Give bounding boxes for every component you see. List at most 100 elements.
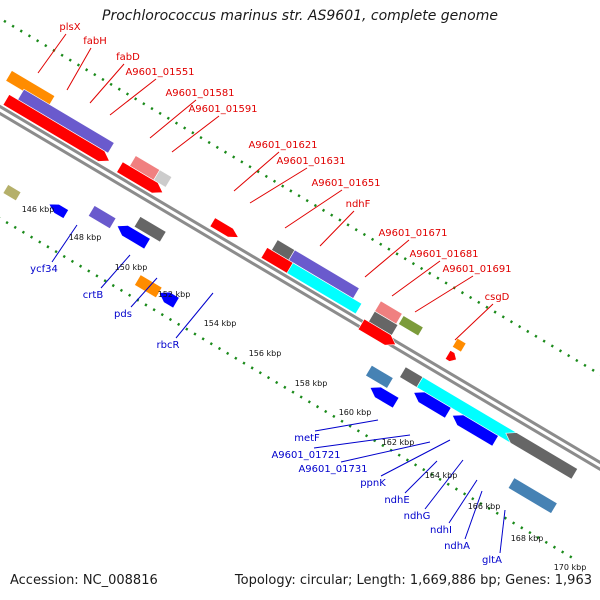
feature-box[interactable] — [153, 169, 173, 188]
leader-line — [424, 459, 464, 510]
scale-label: 146 kbp — [22, 205, 55, 214]
cds-arrow[interactable] — [158, 291, 180, 309]
tick-mark — [291, 390, 295, 394]
tick-mark — [315, 405, 320, 409]
tick-mark — [234, 356, 238, 360]
tick-mark — [338, 218, 342, 222]
tick-mark — [428, 271, 432, 275]
gene-label-rbcr: rbcR — [157, 340, 180, 351]
tick-mark — [125, 92, 130, 96]
feature-box[interactable] — [133, 216, 167, 243]
gene-label-fabh: fabH — [83, 36, 107, 47]
tick-mark — [27, 34, 31, 38]
tick-mark — [550, 344, 554, 348]
cds-arrow[interactable] — [116, 225, 151, 250]
feature-box[interactable] — [17, 88, 115, 154]
leader-line — [109, 78, 157, 116]
tick-mark — [103, 279, 107, 283]
tick-mark — [44, 43, 48, 48]
feature-box[interactable] — [134, 274, 163, 299]
tick-mark — [248, 165, 252, 169]
feature-box[interactable] — [87, 205, 117, 230]
cds-arrow[interactable] — [369, 386, 400, 409]
tick-mark — [93, 73, 97, 77]
tick-mark — [370, 237, 375, 242]
cds-arrow[interactable] — [2, 94, 110, 162]
tick-mark — [201, 337, 205, 341]
tick-mark — [477, 300, 481, 305]
tick-mark — [313, 203, 317, 208]
tick-mark — [177, 322, 181, 326]
scale-label: 152 kbp — [158, 290, 191, 299]
tick-mark — [258, 371, 262, 375]
cds-arrow[interactable] — [48, 203, 70, 219]
tick-mark — [240, 160, 244, 164]
leader-line — [454, 303, 494, 341]
tick-mark — [85, 68, 89, 72]
tick-mark — [485, 305, 489, 309]
tick-mark — [403, 257, 407, 261]
tick-mark — [87, 269, 91, 273]
tick-mark — [469, 295, 473, 300]
feature-box[interactable] — [365, 364, 394, 389]
tick-mark — [430, 472, 434, 477]
gene-features[interactable] — [2, 70, 579, 514]
tick-mark — [567, 354, 571, 358]
tick-mark — [413, 463, 418, 467]
feature-box[interactable] — [397, 315, 424, 337]
tick-mark — [438, 477, 442, 482]
cds-arrow[interactable] — [505, 432, 579, 480]
tick-mark — [493, 310, 497, 314]
tick-mark — [70, 259, 74, 263]
feature-box[interactable] — [2, 184, 22, 202]
leader-line — [175, 292, 214, 339]
feature-box[interactable] — [368, 310, 399, 336]
cds-arrow[interactable] — [116, 161, 164, 194]
genome-backbone — [0, 104, 600, 472]
gene-label-ndhe: ndhE — [384, 495, 409, 506]
cds-arrow[interactable] — [413, 391, 452, 419]
tick-mark — [512, 521, 516, 525]
cds-arrow[interactable] — [357, 318, 397, 346]
tick-mark — [183, 126, 187, 130]
gene-label-ndhi: ndhI — [430, 525, 452, 536]
tick-mark — [226, 351, 230, 356]
feature-box[interactable] — [451, 337, 467, 353]
tick-mark — [78, 264, 83, 268]
tick-mark — [362, 232, 366, 237]
tick-mark — [346, 223, 350, 227]
tick-mark — [552, 545, 557, 549]
tick-mark — [324, 409, 328, 414]
tick-mark — [21, 230, 25, 234]
tick-mark — [3, 19, 7, 24]
gene-label-metf: metF — [294, 433, 320, 444]
tick-mark — [168, 317, 173, 322]
cds-arrow[interactable] — [444, 349, 457, 362]
gene-label-a9601_01621: A9601_01621 — [248, 140, 317, 151]
label-leaders — [37, 33, 506, 554]
tick-mark — [397, 453, 401, 457]
tick-mark — [544, 540, 548, 544]
gene-label-ndhg: ndhG — [404, 511, 431, 522]
scale-label: 154 kbp — [204, 319, 237, 328]
cds-arrow[interactable] — [451, 414, 499, 447]
tick-mark — [217, 346, 222, 351]
tick-mark — [501, 315, 505, 319]
tick-mark — [232, 155, 236, 159]
gene-label-a9601_01681: A9601_01681 — [409, 249, 478, 260]
tick-mark — [422, 468, 426, 472]
backbone-line-1 — [0, 104, 600, 465]
gene-label-a9601-01721: A9601_01721 — [271, 450, 340, 461]
leader-line — [414, 275, 474, 313]
tick-mark — [528, 531, 532, 535]
scale-label: 156 kbp — [249, 349, 282, 358]
tick-mark — [144, 303, 148, 307]
gene-label-a9601_01581: A9601_01581 — [165, 88, 234, 99]
leader-line — [464, 490, 483, 540]
feature-box[interactable] — [286, 262, 363, 315]
feature-box[interactable] — [507, 477, 558, 514]
cds-arrow[interactable] — [209, 217, 239, 238]
scale-label: 160 kbp — [339, 408, 372, 417]
tick-mark — [446, 482, 450, 486]
tick-mark — [462, 492, 467, 496]
